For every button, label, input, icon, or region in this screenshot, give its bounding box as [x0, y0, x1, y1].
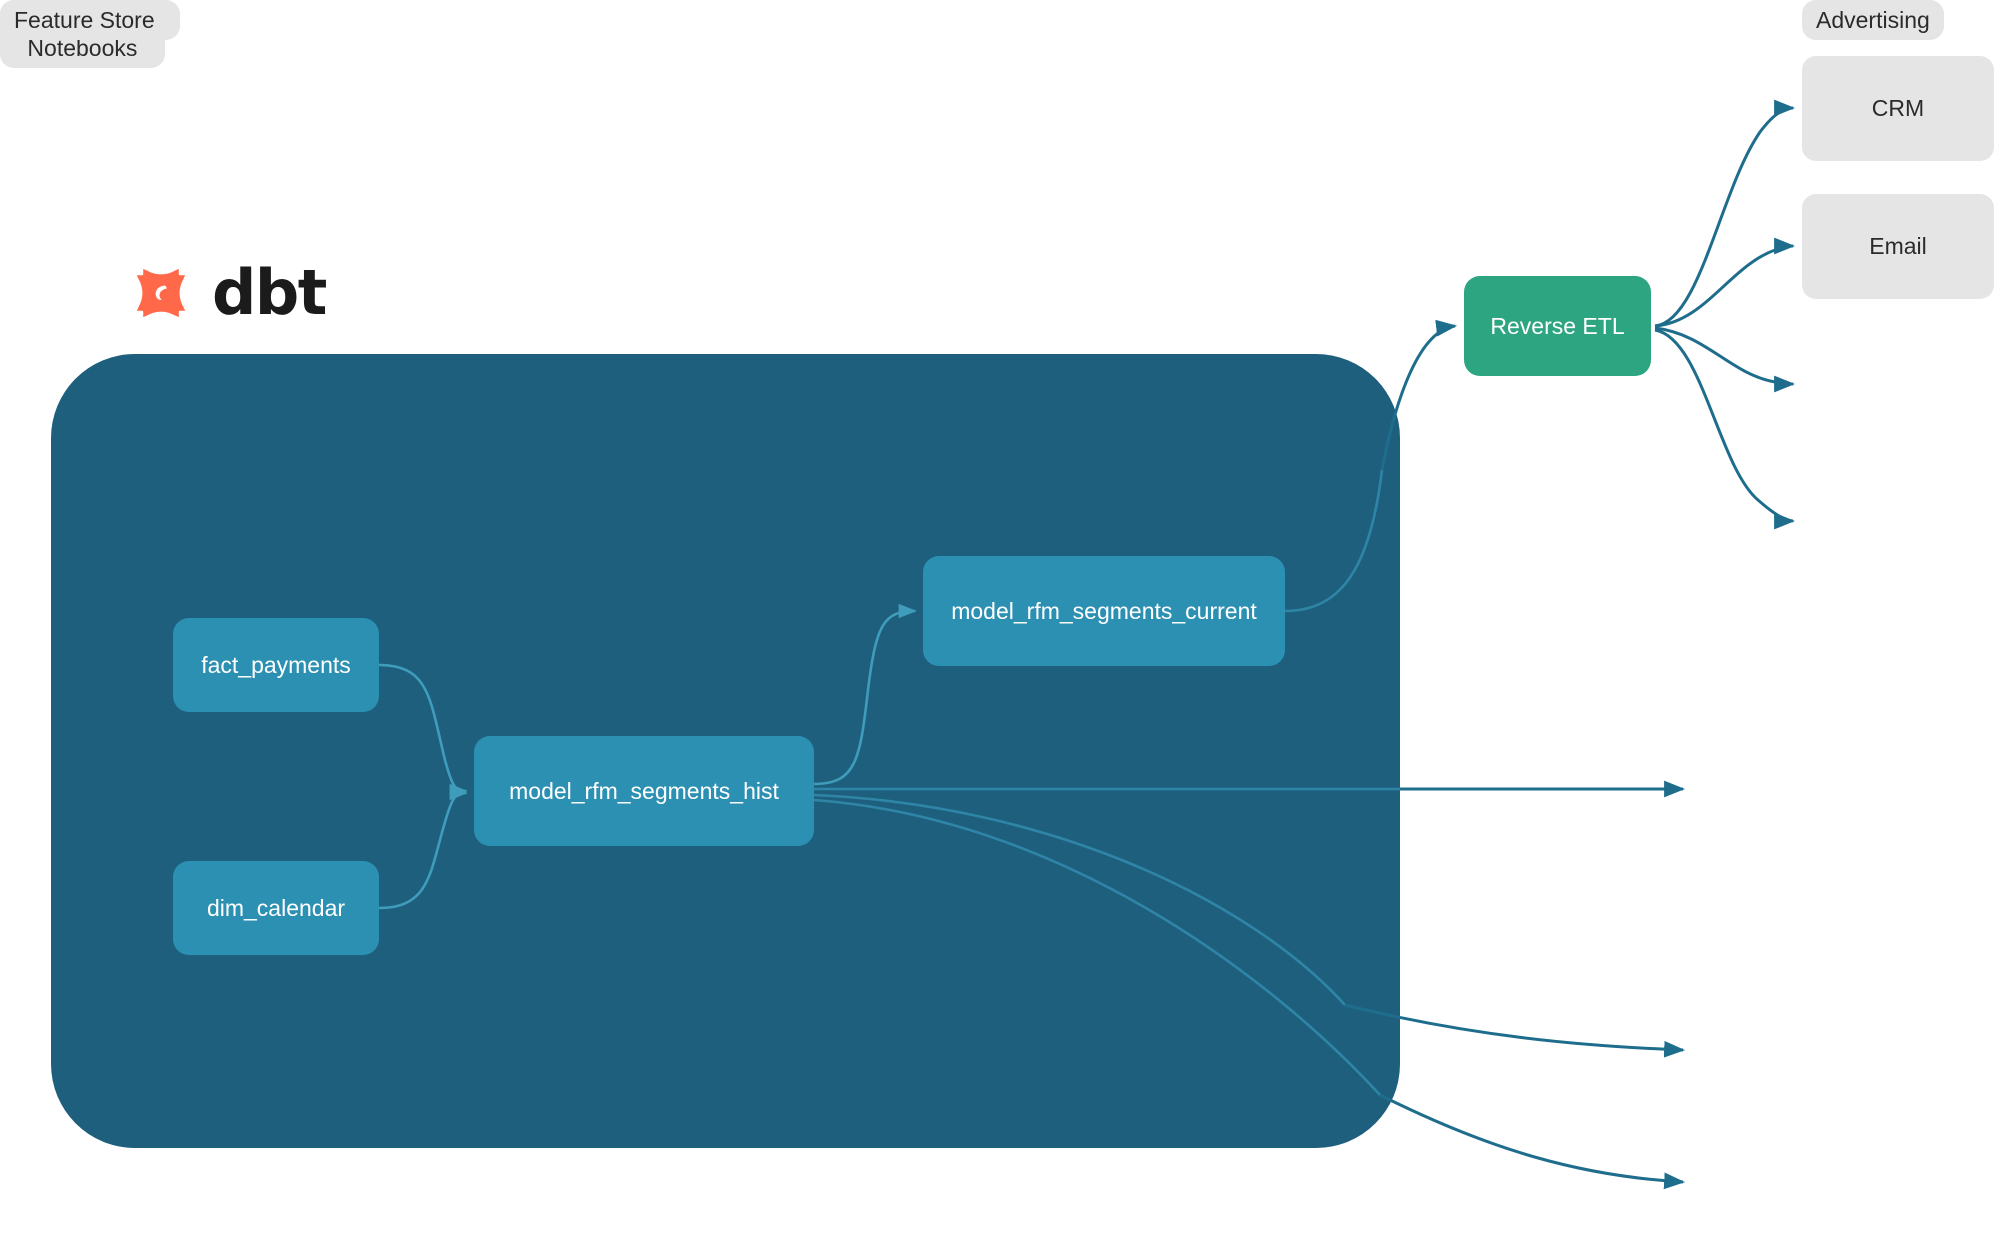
edge-fact-payments-to-hist — [378, 663, 468, 799]
edge-dim-calendar-to-hist — [378, 785, 468, 910]
edge-hist-to-current — [813, 603, 917, 786]
destination-label: CRM — [1871, 95, 1925, 122]
destination-node-email[interactable]: Email — [1802, 194, 1994, 299]
model-node-rfm-segments-hist[interactable]: model_rfm_segments_hist — [474, 736, 814, 846]
brand-wordmark: dbt — [212, 256, 327, 329]
consumer-node-feature-store[interactable]: Feature Store — [0, 0, 169, 41]
model-label: model_rfm_segments_hist — [509, 777, 779, 804]
consumer-label: Feature Store — [14, 7, 155, 33]
edge-hist-tail-fs — [813, 798, 1381, 1096]
model-label: model_rfm_segments_current — [951, 597, 1257, 624]
edge-reverse-etl-to-advertising — [1654, 326, 1796, 393]
edge-current-tail-retl — [1284, 469, 1384, 613]
model-node-fact-payments[interactable]: fact_payments — [173, 618, 379, 712]
edge-reverse-etl-to-sms-push — [1654, 328, 1796, 530]
model-label: fact_payments — [201, 651, 351, 678]
edge-hist-to-feature-store — [1379, 1093, 1686, 1190]
reverse-etl-node[interactable]: Reverse ETL — [1464, 276, 1651, 376]
model-label: dim_calendar — [206, 894, 346, 921]
edge-reverse-etl-to-crm — [1654, 99, 1796, 328]
edge-current-to-reverse-etl — [1380, 319, 1458, 471]
destination-node-crm[interactable]: CRM — [1802, 56, 1994, 161]
model-node-rfm-segments-current[interactable]: model_rfm_segments_current — [923, 556, 1285, 666]
brand-logo: dbt — [124, 256, 327, 330]
model-node-dim-calendar[interactable]: dim_calendar — [173, 861, 379, 955]
edge-reverse-etl-to-email — [1654, 237, 1796, 328]
destination-node-advertising[interactable]: Advertising — [1802, 0, 1944, 41]
edge-hist-to-ds-notebooks — [1344, 1003, 1686, 1058]
reverse-etl-label: Reverse ETL — [1490, 312, 1625, 339]
destination-label: Email — [1869, 233, 1927, 260]
destination-label: Advertising — [1816, 7, 1930, 33]
edge-hist-tail-ds — [813, 793, 1346, 1006]
dbt-logo-icon — [136, 268, 186, 318]
